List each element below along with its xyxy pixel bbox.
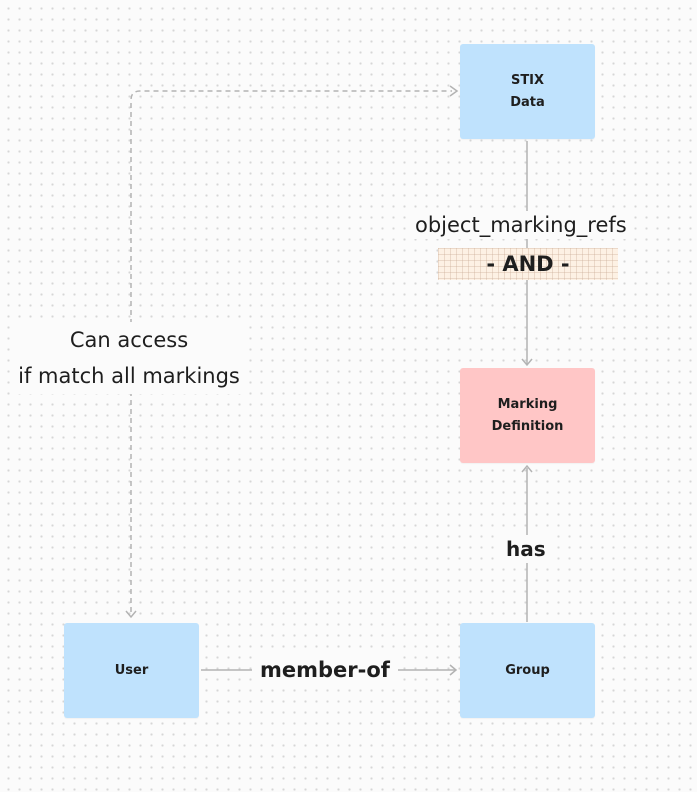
stix-data-node[interactable]: STIX Data bbox=[460, 44, 595, 139]
marking-definition-node[interactable]: Marking Definition bbox=[460, 368, 595, 463]
group-node[interactable]: Group bbox=[460, 623, 595, 718]
has-arrowhead bbox=[521, 464, 533, 473]
group-label: Group bbox=[505, 662, 550, 678]
access-connector bbox=[130, 90, 452, 612]
can-access-line2: if match all markings bbox=[18, 364, 240, 388]
user-label: User bbox=[114, 662, 149, 678]
access-arrowhead-user bbox=[125, 610, 137, 619]
marking-definition-label: Marking Definition bbox=[491, 396, 564, 434]
object-marking-refs-arrowhead bbox=[521, 358, 533, 367]
has-label: has bbox=[502, 535, 550, 563]
and-tag: - AND - bbox=[438, 248, 618, 280]
stix-data-label-line1: STIX bbox=[510, 72, 545, 88]
object-marking-refs-label: object_marking_refs bbox=[411, 211, 631, 239]
access-arrowhead-stix bbox=[449, 85, 459, 97]
can-access-line1: Can access bbox=[69, 328, 189, 352]
member-of-label: member-of bbox=[252, 656, 398, 684]
can-access-label: Can access if match all markings bbox=[14, 322, 244, 394]
stix-data-label-line2: Data bbox=[510, 94, 545, 110]
user-node[interactable]: User bbox=[64, 623, 199, 718]
member-of-arrowhead bbox=[449, 664, 458, 676]
